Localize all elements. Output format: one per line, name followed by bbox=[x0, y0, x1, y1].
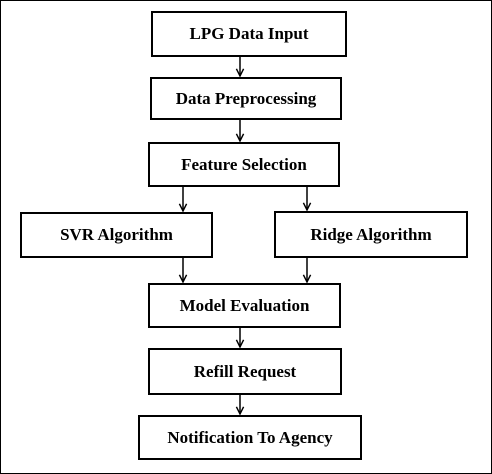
node-feature-selection: Feature Selection bbox=[148, 142, 340, 187]
node-svr-algorithm: SVR Algorithm bbox=[20, 212, 213, 258]
node-refill-request: Refill Request bbox=[148, 348, 342, 395]
node-data-preprocessing: Data Preprocessing bbox=[150, 77, 342, 120]
node-notification-to-agency: Notification To Agency bbox=[138, 415, 362, 460]
node-model-evaluation: Model Evaluation bbox=[148, 283, 341, 328]
node-lpg-data-input: LPG Data Input bbox=[151, 11, 347, 57]
node-ridge-algorithm: Ridge Algorithm bbox=[274, 211, 468, 258]
